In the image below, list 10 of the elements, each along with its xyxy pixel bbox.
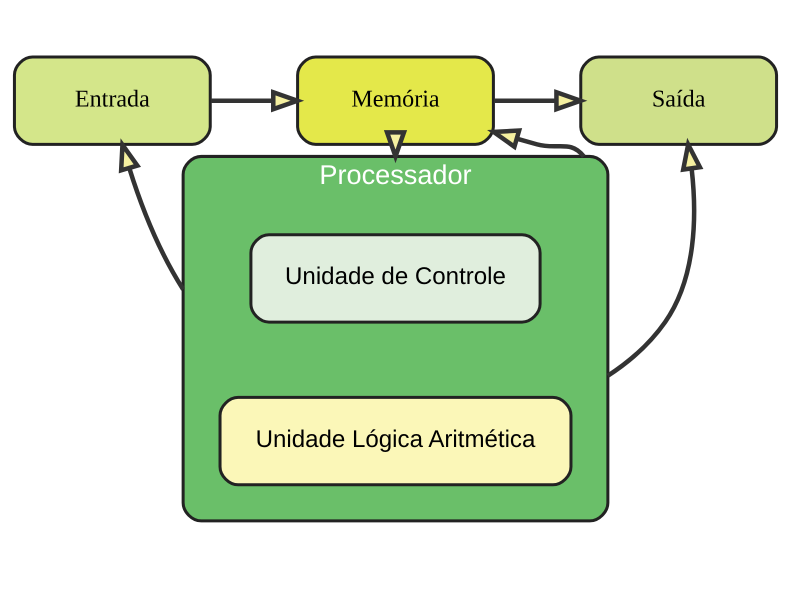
node-box: Saída <box>579 55 778 146</box>
arrow <box>487 128 586 158</box>
arrow <box>118 138 186 290</box>
arrow <box>606 137 704 378</box>
arrow <box>384 130 408 163</box>
arrow <box>210 88 304 112</box>
node-box: Unidade Lógica Aritmética <box>218 395 572 486</box>
node-box: Unidade de Controle <box>249 232 542 324</box>
arrow <box>494 88 588 112</box>
node-box: Entrada <box>12 55 212 146</box>
